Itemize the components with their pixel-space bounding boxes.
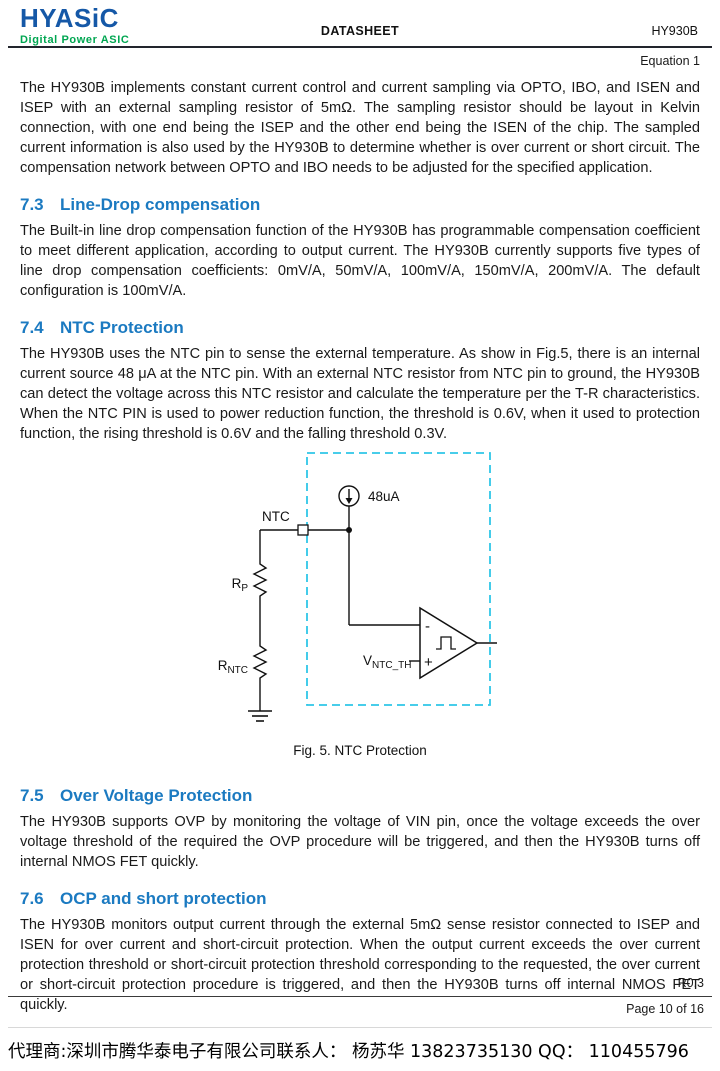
- rp-resistor-label: RP: [232, 576, 249, 594]
- rp-label-sub: P: [241, 583, 248, 594]
- chip-boundary-dashed-box: [306, 452, 491, 706]
- vth-label-sub: NTC_TH: [372, 660, 411, 671]
- rntc-label-main: R: [218, 658, 228, 673]
- page-footer: R0.3 Page 10 of 16: [0, 976, 720, 1016]
- section-body-7-3: The Built-in line drop compensation func…: [20, 223, 700, 299]
- datasheet-label: DATASHEET: [320, 24, 400, 38]
- section-heading-7-4: 7.4 NTC Protection: [20, 318, 700, 338]
- page-number-label: Page 10 of 16: [626, 1002, 704, 1016]
- section-body-7-5: The HY930B supports OVP by monitoring th…: [20, 814, 700, 870]
- vntcth-threshold-label: VNTC_TH: [363, 653, 411, 671]
- distributor-contact-line: 代理商:深圳市腾华泰电子有限公司联系人： 杨苏华 13823735130 QQ：…: [8, 1027, 712, 1063]
- ntc-pin-label: NTC: [262, 509, 290, 524]
- section-number: 7.3: [20, 195, 44, 214]
- rntc-label-sub: NTC: [227, 665, 248, 676]
- company-logo: HYASiC Digital Power ASIC: [20, 3, 129, 46]
- comparator-plus-input: +: [424, 654, 433, 671]
- rp-label-main: R: [232, 576, 242, 591]
- section-title: NTC Protection: [60, 318, 184, 337]
- ntc-protection-figure: 48uA NTC RP RNTC: [0, 448, 720, 758]
- section-body-7-6: The HY930B monitors output current throu…: [20, 917, 700, 1013]
- current-source-arrowhead: [345, 498, 353, 504]
- ntc-pin-square: [297, 524, 309, 536]
- section-number: 7.4: [20, 318, 44, 337]
- hysteresis-symbol: [436, 636, 456, 650]
- ground-symbol: [248, 710, 272, 722]
- section-heading-7-6: 7.6 OCP and short protection: [20, 889, 700, 909]
- rntc-resistor-label: RNTC: [218, 658, 248, 676]
- rp-resistor-symbol: [252, 561, 268, 599]
- comparator-symbol: [419, 606, 479, 680]
- footer-divider: [8, 996, 712, 997]
- section-body-7-4: The HY930B uses the NTC pin to sense the…: [20, 346, 700, 442]
- section-number: 7.5: [20, 786, 44, 805]
- logo-title: HYASiC: [20, 3, 119, 33]
- comparator-minus-input: -: [425, 618, 430, 635]
- section-number: 7.6: [20, 889, 44, 908]
- section-heading-7-5: 7.5 Over Voltage Protection: [20, 786, 700, 806]
- part-number-label: HY930B: [651, 24, 698, 38]
- ntc-circuit-diagram: 48uA NTC RP RNTC: [218, 452, 497, 722]
- logo-subtitle: Digital Power ASIC: [20, 34, 130, 46]
- equation-label: Equation 1: [640, 54, 700, 68]
- page-content: The HY930B implements constant current c…: [0, 68, 720, 1015]
- rntc-resistor-symbol: [252, 643, 268, 681]
- section-title: Line-Drop compensation: [60, 195, 261, 214]
- revision-label: R0.3: [677, 976, 704, 990]
- intro-paragraph: The HY930B implements constant current c…: [20, 80, 700, 176]
- current-source-value-label: 48uA: [368, 489, 400, 504]
- section-title: Over Voltage Protection: [60, 786, 253, 805]
- page-header: HYASiC Digital Power ASIC DATASHEET HY93…: [8, 0, 712, 48]
- vth-label-main: V: [363, 653, 372, 668]
- section-heading-7-3: 7.3 Line-Drop compensation: [20, 195, 700, 215]
- figure-caption: Fig. 5. NTC Protection: [293, 743, 427, 758]
- section-title: OCP and short protection: [60, 889, 267, 908]
